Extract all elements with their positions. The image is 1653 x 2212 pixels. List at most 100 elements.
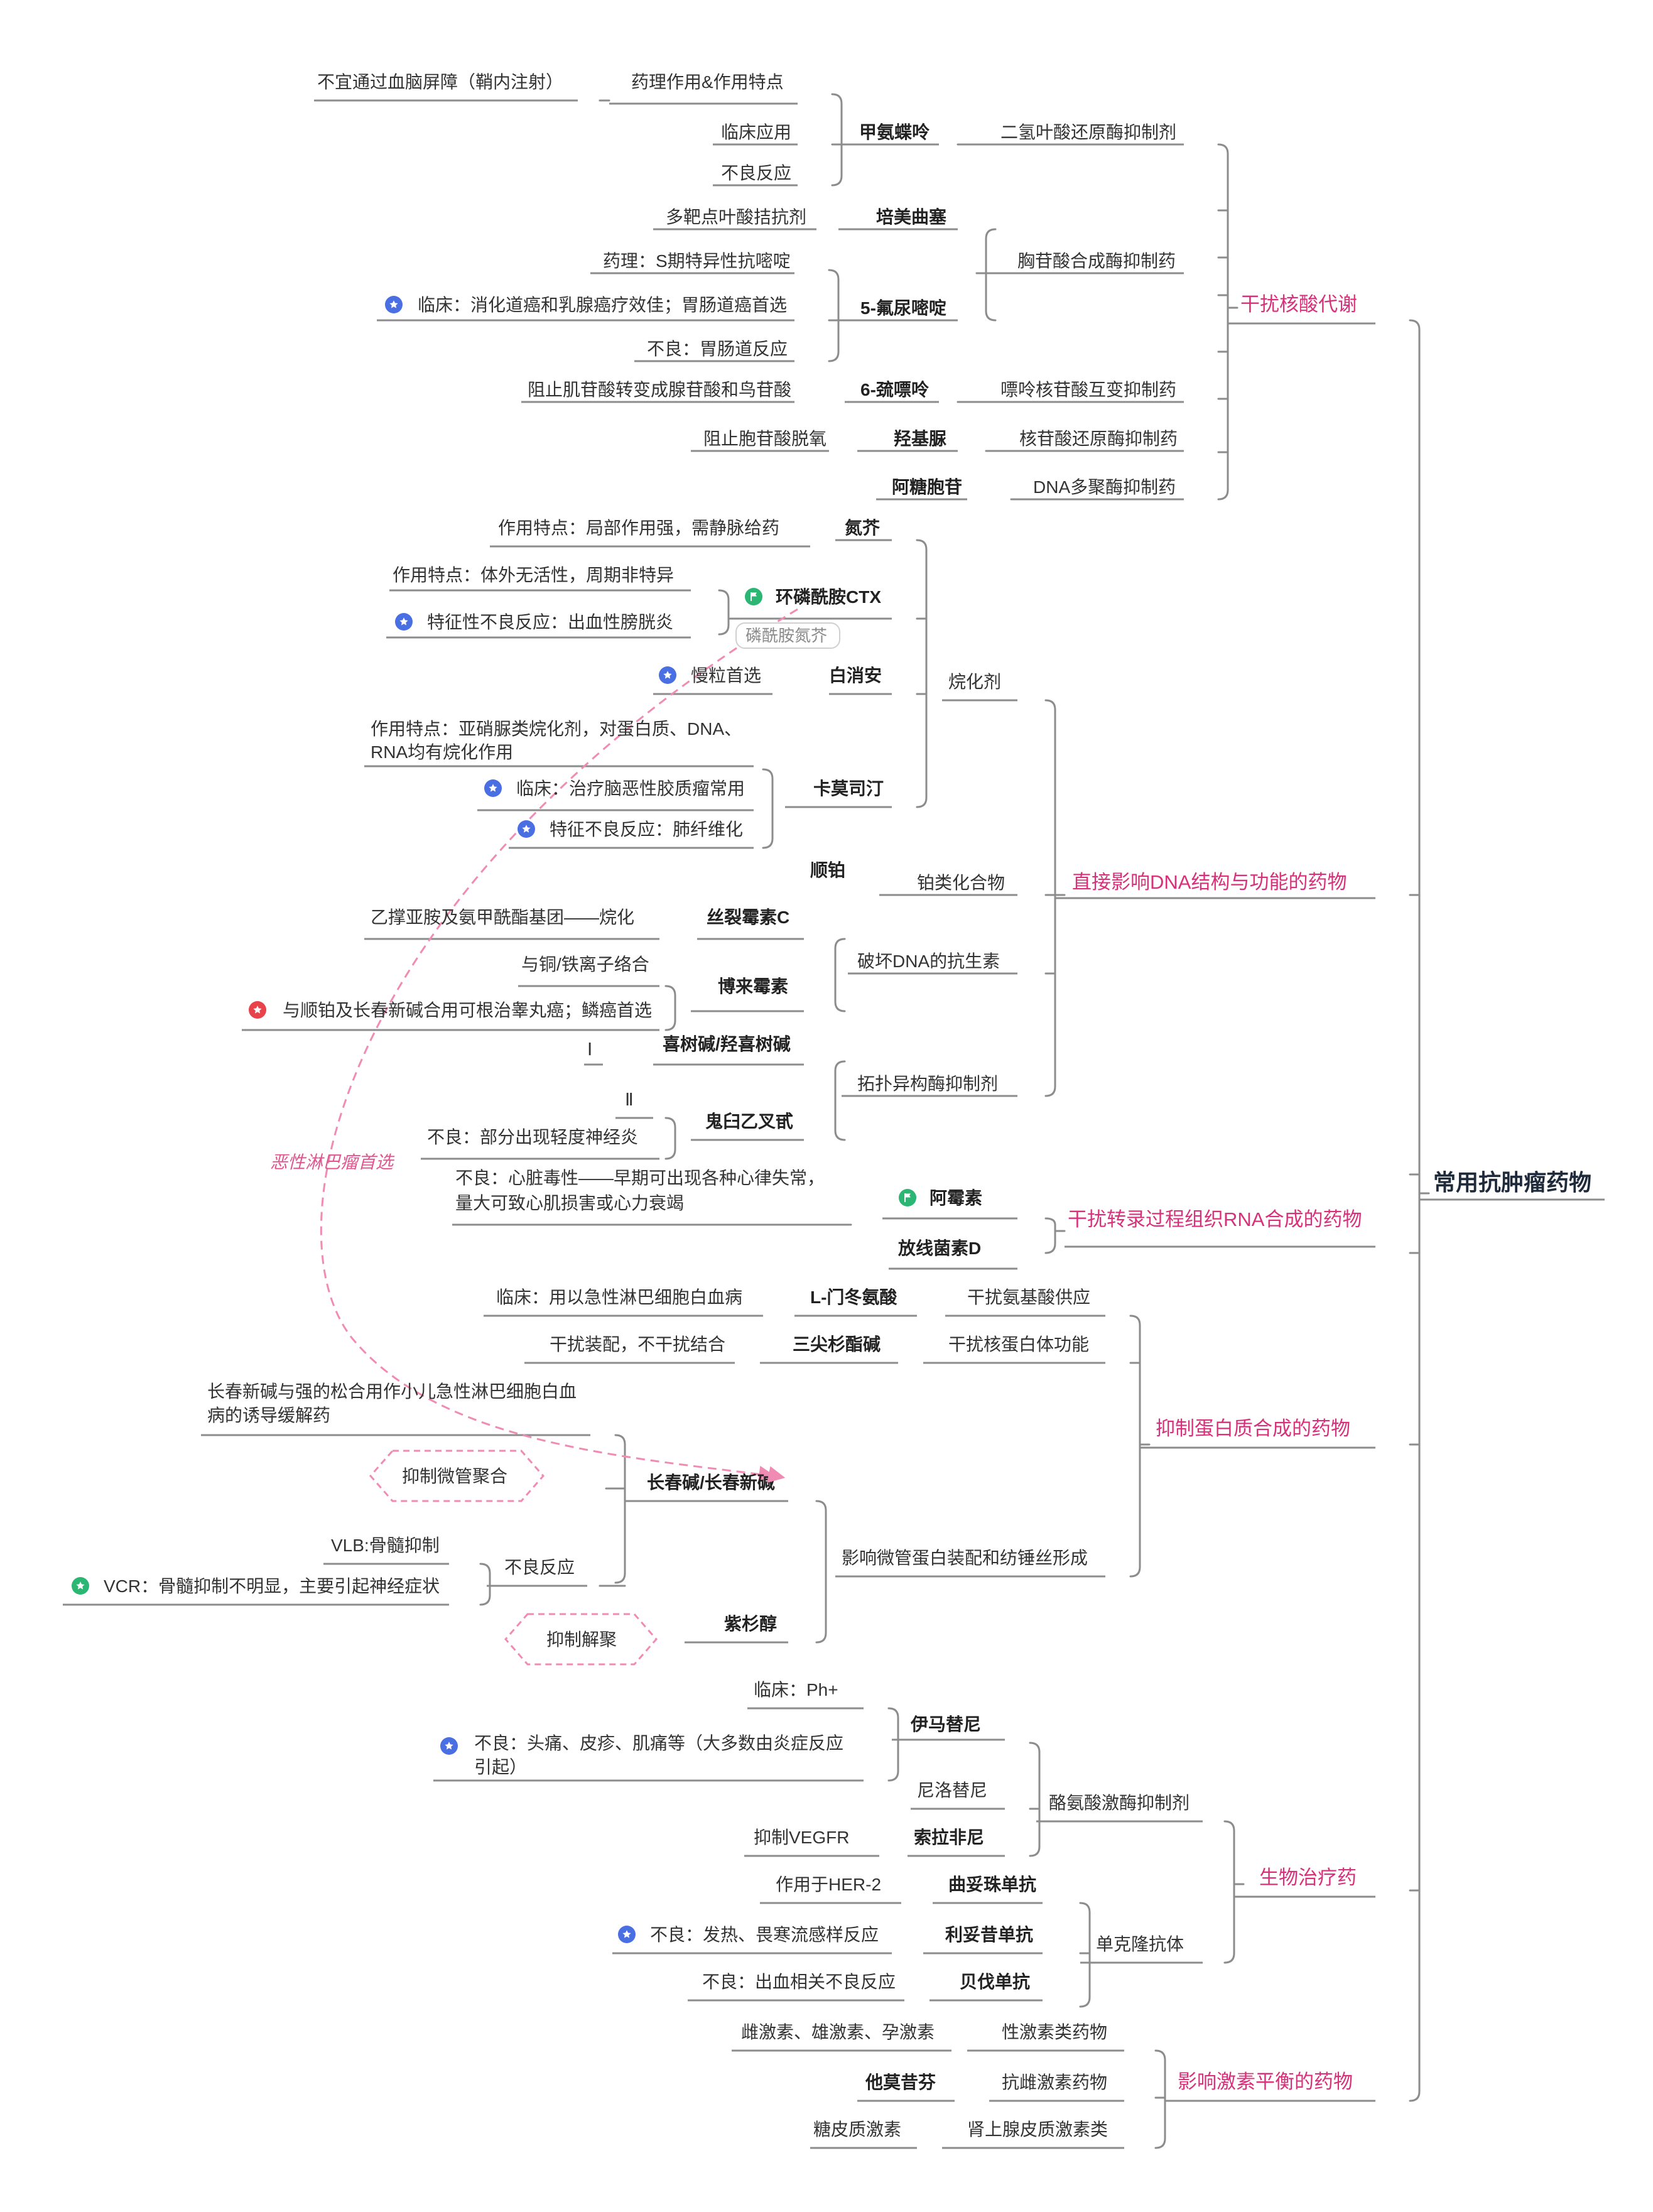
label-badge [735,622,840,649]
node-5fu-pharm[interactable]: 药理：S期特异性抗嘧啶 [603,251,791,271]
node-microtubule[interactable]: 影响微管蛋白装配和纺锤丝形成 [842,1548,1088,1568]
node-vcr-use-1[interactable]: 长春新碱与强的松合用作小儿急性淋巴细胞白血 [207,1382,577,1401]
node-topoisomerase[interactable]: 拓扑异构酶抑制剂 [857,1074,998,1093]
drug-bleomycin[interactable]: 博来霉素 [718,977,788,996]
node-doxorubicin-adverse-2[interactable]: 量大可致心肌损害或心力衰竭 [455,1193,684,1213]
node-carmustine-feature-1[interactable]: 作用特点：亚硝脲类烷化剂，对蛋白质、DNA、 [371,719,742,739]
node-vinca-adverse[interactable]: 不良反应 [504,1558,575,1577]
drug-methotrexate[interactable]: 甲氨蝶呤 [859,122,930,142]
drug-cytarabine[interactable]: 阿糖胞苷 [892,477,962,497]
drug-fluorouracil[interactable]: 5-氟尿嘧啶 [860,298,946,318]
drug-nitrogen-mustard[interactable]: 氮芥 [845,518,881,538]
root-topic[interactable]: 常用抗肿瘤药物 [1433,1169,1591,1195]
node-inhibit-polymerization[interactable]: 抑制微管聚合 [402,1467,507,1486]
node-multitarget[interactable]: 多靶点叶酸拮抗剂 [666,207,806,227]
node-hu-mechanism[interactable]: 阻止胞苷酸脱氧 [703,429,826,448]
node-5fu-clinical[interactable]: 临床：消化道癌和乳腺癌疗效佳；胃肠道癌首选 [418,295,787,315]
node-rituximab-adverse[interactable]: 不良：发热、畏寒流感样反应 [650,1925,879,1944]
node-corticosteroids[interactable]: 肾上腺皮质激素类 [967,2120,1108,2139]
branch-title[interactable]: 干扰转录过程组织RNA合成的药物 [1068,1208,1362,1230]
node-vcr-adverse[interactable]: VCR：骨髓抑制不明显，主要引起神经症状 [104,1576,440,1596]
node-5fu-adverse[interactable]: 不良：胃肠道反应 [647,339,788,359]
branch-title[interactable]: 抑制蛋白质合成的药物 [1156,1418,1350,1439]
drug-mercaptopurine[interactable]: 6-巯嘌呤 [860,379,929,399]
node-clinical-use[interactable]: 临床应用 [721,122,791,142]
node-imatinib-clinical[interactable]: 临床：Ph+ [754,1680,838,1700]
drug-actinomycin[interactable]: 放线菌素D [897,1238,981,1258]
node-sex-hormones-list[interactable]: 雌激素、雄激素、孕激素 [741,2022,935,2042]
node-ctx-feature[interactable]: 作用特点：体外无活性，周期非特异 [393,565,674,585]
drug-carmustine[interactable]: 卡莫司汀 [813,779,884,798]
branch-protein-synthesis: 抑制蛋白质合成的药物 干扰氨基酸供应 干扰核蛋白体功能 影响微管蛋白装配和纺锤丝… [72,1288,1350,1666]
drug-cyclophosphamide[interactable]: 环磷酰胺CTX [776,587,881,607]
node-nm-feature[interactable]: 作用特点：局部作用强，需静脉给药 [498,518,779,538]
drug-bevacizumab[interactable]: 贝伐单抗 [960,1971,1030,1992]
node-imatinib-adverse-2[interactable]: 引起） [474,1757,527,1777]
drug-doxorubicin[interactable]: 阿霉素 [929,1188,982,1208]
node-amino-acid-supply[interactable]: 干扰氨基酸供应 [967,1288,1090,1307]
drug-paclitaxel[interactable]: 紫杉醇 [724,1613,777,1634]
node-asparaginase-clinical[interactable]: 临床：用以急性淋巴细胞白血病 [496,1288,742,1307]
node-ctx-adverse[interactable]: 特征性不良反应：出血性膀胱炎 [427,612,673,632]
node-purine-inhibitor[interactable]: 嘌呤核苷酸互变抑制药 [1000,380,1176,399]
node-ts-inhibitor[interactable]: 胸苷酸合成酶抑制药 [1017,251,1176,271]
node-platinum[interactable]: 铂类化合物 [917,873,1005,892]
node-etoposide-adverse[interactable]: 不良：部分出现轻度神经炎 [427,1127,638,1147]
node-vcr-use-2[interactable]: 病的诱导缓解药 [207,1406,330,1425]
branch-title[interactable]: 影响激素平衡的药物 [1178,2071,1353,2093]
drug-hydroxyurea[interactable]: 羟基脲 [894,428,946,448]
node-busulfan-use[interactable]: 慢粒首选 [691,666,761,685]
node-topo-ii[interactable]: Ⅱ [625,1090,634,1109]
flag-icon [899,1189,916,1206]
node-bleomycin-clinical[interactable]: 与顺铂及长春新碱合用可根治睾丸癌；鳞癌首选 [283,1000,652,1020]
drug-cisplatin[interactable]: 顺铂 [810,860,845,880]
node-bevacizumab-adverse[interactable]: 不良：出血相关不良反应 [702,1972,896,1992]
node-bbb[interactable]: 不宜通过血脑屏障（鞘内注射） [317,72,563,92]
node-6mp-mechanism[interactable]: 阻止肌苷酸转变成腺苷酸和鸟苷酸 [528,380,791,399]
node-antiestrogen[interactable]: 抗雌激素药物 [1002,2073,1107,2092]
node-dna-polymerase-inhibitor[interactable]: DNA多聚酶抑制药 [1033,477,1176,497]
drug-tamoxifen[interactable]: 他莫昔芬 [865,2073,936,2092]
drug-mitomycin[interactable]: 丝裂霉素C [707,908,789,927]
node-hht-mechanism[interactable]: 干扰装配，不干扰结合 [550,1335,725,1354]
drug-homoharringtonine[interactable]: 三尖杉酯碱 [793,1335,881,1354]
branch-title[interactable]: 干扰核酸代谢 [1240,293,1357,315]
node-vlb-adverse[interactable]: VLB:骨髓抑制 [331,1536,440,1555]
drug-nilotinib[interactable]: 尼洛替尼 [917,1781,987,1800]
node-rnr-inhibitor[interactable]: 核苷酸还原酶抑制药 [1019,429,1178,448]
node-doxorubicin-adverse-1[interactable]: 不良：心脏毒性——早期可出现各种心律失常， [455,1168,825,1188]
node-carmustine-clinical[interactable]: 临床：治疗脑恶性胶质瘤常用 [516,779,745,798]
node-tki[interactable]: 酪氨酸激酶抑制剂 [1049,1793,1190,1813]
node-dhfr-inhibitor[interactable]: 二氢叶酸还原酶抑制剂 [1000,122,1176,142]
node-monoclonal[interactable]: 单克隆抗体 [1096,1934,1184,1954]
node-topo-i[interactable]: Ⅰ [587,1039,592,1059]
drug-rituximab[interactable]: 利妥昔单抗 [945,1924,1033,1944]
branch-title[interactable]: 直接影响DNA结构与功能的药物 [1072,871,1347,893]
drug-imatinib[interactable]: 伊马替尼 [910,1715,981,1734]
node-trastuzumab-target[interactable]: 作用于HER-2 [776,1875,881,1894]
drug-camptothecin[interactable]: 喜树碱/羟喜树碱 [663,1034,791,1054]
drug-trastuzumab[interactable]: 曲妥珠单抗 [948,1874,1036,1894]
drug-asparaginase[interactable]: L-门冬氨酸 [810,1288,897,1307]
node-mitomycin-mechanism[interactable]: 乙撑亚胺及氨甲酰酯基团——烷化 [371,908,634,927]
node-pharmacology[interactable]: 药理作用&作用特点 [631,72,784,92]
node-imatinib-adverse-1[interactable]: 不良：头痛、皮疹、肌痛等（大多数由炎症反应 [474,1733,843,1753]
drug-busulfan[interactable]: 白消安 [829,665,882,685]
node-dna-antibiotics[interactable]: 破坏DNA的抗生素 [857,951,1000,971]
branch-title[interactable]: 生物治疗药 [1259,1867,1357,1889]
node-adverse-reaction[interactable]: 不良反应 [721,163,791,183]
node-inhibit-depolymerization[interactable]: 抑制解聚 [546,1630,617,1649]
node-ribosome-function[interactable]: 干扰核蛋白体功能 [948,1335,1089,1354]
node-sorafenib-target[interactable]: 抑制VEGFR [754,1828,849,1847]
node-glucocorticoids[interactable]: 糖皮质激素 [813,2120,901,2139]
drug-etoposide[interactable]: 鬼臼乙叉甙 [705,1111,793,1131]
node-alkylating-agents[interactable]: 烷化剂 [948,672,1001,691]
drug-pemetrexed[interactable]: 培美曲塞 [876,207,946,227]
node-sex-hormones[interactable]: 性激素类药物 [1002,2022,1107,2042]
drug-sorafenib[interactable]: 索拉非尼 [914,1827,984,1847]
node-carmustine-feature-2[interactable]: RNA均有烷化作用 [371,742,513,762]
node-carmustine-adverse[interactable]: 特征不良反应：肺纤维化 [550,820,743,839]
drug-vinca[interactable]: 长春碱/长春新碱 [647,1473,775,1492]
node-bleomycin-mechanism[interactable]: 与铜/铁离子络合 [521,955,649,974]
star-icon [618,1926,636,1943]
